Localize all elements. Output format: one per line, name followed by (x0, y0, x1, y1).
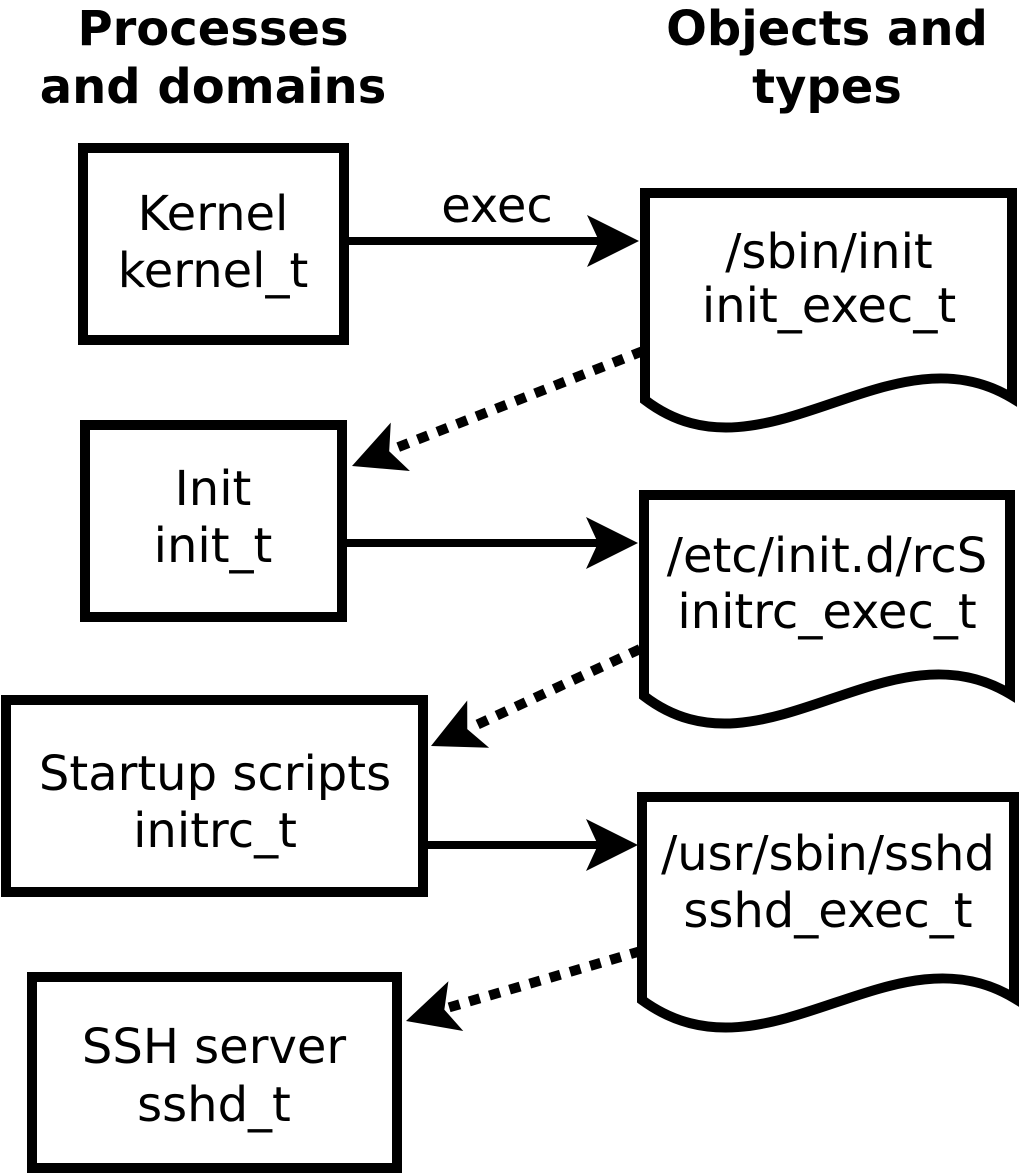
init-box (80, 420, 347, 622)
sbin-init-type: init_exec_t (702, 278, 956, 334)
sbin-init-path: /sbin/init (725, 224, 933, 280)
init-label: Init (175, 461, 252, 517)
process-node-startup-scripts: Startup scripts initrc_t (1, 695, 428, 897)
kernel-domain-type: kernel_t (118, 243, 309, 299)
exec-arrow-init-to-rcS (347, 517, 638, 569)
ssh-server-domain-type: sshd_t (137, 1077, 291, 1133)
exec-arrow-startup-to-sshd (428, 819, 638, 871)
left-column-header-line2: and domains (40, 59, 387, 115)
exec-arrowhead-icon (586, 819, 638, 871)
usr-sbin-sshd-path: /usr/sbin/sshd (661, 826, 995, 882)
column-headers: Processes and domains Objects and types (40, 1, 988, 115)
process-node-ssh-server: SSH server sshd_t (27, 972, 402, 1173)
exec-arrow-kernel-to-sbin-init: exec (349, 178, 639, 267)
right-column-header-line2: types (752, 59, 902, 115)
sbin-init-document-shape (640, 188, 1017, 433)
exec-arrowhead-icon (586, 517, 638, 569)
startup-scripts-domain-type: initrc_t (133, 803, 297, 859)
exec-arrowhead-icon (587, 215, 639, 267)
process-node-kernel: Kernel kernel_t (78, 143, 349, 345)
transition-arrow-sshdexec-to-sshd (406, 946, 643, 1032)
object-node-usr-sbin-sshd: /usr/sbin/sshd sshd_exec_t (637, 792, 1019, 1033)
transition-arrow-rcS-to-startup (431, 644, 643, 748)
ssh-server-label: SSH server (82, 1019, 347, 1075)
usr-sbin-sshd-document-shape (637, 792, 1019, 1033)
kernel-box (78, 143, 349, 345)
ssh-server-box (27, 972, 402, 1173)
etc-initd-rcS-document-shape (639, 490, 1015, 729)
right-column-header-line1: Objects and (666, 1, 988, 57)
transition-arrow-sbininit-to-init (352, 346, 645, 472)
transition-arrowhead-icon (431, 700, 490, 748)
process-node-init: Init init_t (80, 420, 347, 622)
transition-arrowhead-icon (406, 981, 464, 1032)
startup-scripts-label: Startup scripts (39, 746, 391, 802)
transition-arrow-dotted-line (445, 946, 643, 1013)
transition-arrow-dotted-line (467, 644, 643, 733)
etc-initd-rcS-type: initrc_exec_t (677, 584, 976, 640)
object-node-sbin-init: /sbin/init init_exec_t (640, 188, 1017, 433)
object-node-etc-initd-rcS: /etc/init.d/rcS initrc_exec_t (639, 490, 1015, 729)
exec-arrow-label: exec (441, 178, 553, 234)
usr-sbin-sshd-type: sshd_exec_t (683, 883, 972, 939)
etc-initd-rcS-path: /etc/init.d/rcS (667, 528, 987, 584)
kernel-label: Kernel (138, 186, 289, 242)
init-domain-type: init_t (154, 518, 273, 574)
left-column-header-line1: Processes (77, 1, 348, 57)
transition-arrowhead-icon (352, 422, 410, 472)
transition-arrow-dotted-line (394, 346, 645, 453)
startup-scripts-box (1, 695, 428, 897)
